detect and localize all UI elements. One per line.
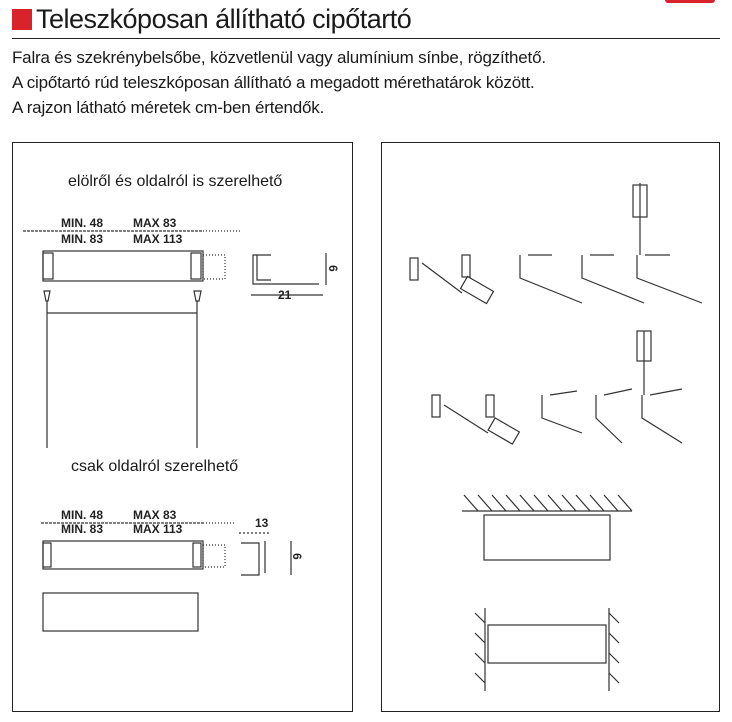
dim-min-1: MIN. 48 bbox=[61, 508, 103, 522]
corner-tab bbox=[665, 0, 715, 3]
dim-max-1: MAX 83 bbox=[133, 508, 177, 522]
dim-height: 6 bbox=[290, 553, 304, 560]
title-divider bbox=[12, 38, 720, 39]
wall-mount-steps bbox=[409, 183, 703, 445]
dim-max-2: MAX 113 bbox=[133, 522, 183, 536]
title-marker bbox=[12, 9, 32, 30]
description: Falra és szekrénybelsőbe, közvetlenül va… bbox=[12, 45, 546, 120]
installation-drawings bbox=[409, 183, 703, 691]
side-wall-mount bbox=[474, 608, 620, 691]
dim-height: 6 bbox=[326, 265, 340, 272]
dim-max-1: MAX 83 bbox=[133, 216, 177, 230]
description-line: A rajzon látható méretek cm-ben értendők… bbox=[12, 98, 325, 117]
dim-min-1: MIN. 48 bbox=[61, 216, 103, 230]
dim-depth: 21 bbox=[278, 288, 292, 302]
page-title: Teleszkóposan állítható cipőtartó bbox=[36, 4, 412, 34]
dim-min-2: MIN. 83 bbox=[61, 232, 103, 246]
front-side-caption: elölről és oldalról is szerelhető bbox=[68, 173, 283, 190]
dim-depth: 13 bbox=[255, 516, 269, 530]
installation-panel bbox=[381, 142, 720, 712]
dim-max-2: MAX 113 bbox=[133, 232, 183, 246]
dimensions-panel: elölről és oldalról is szerelhető csak o… bbox=[12, 142, 353, 712]
description-line: Falra és szekrénybelsőbe, közvetlenül va… bbox=[12, 48, 546, 67]
ceiling-mount bbox=[462, 494, 633, 561]
dim-min-2: MIN. 83 bbox=[61, 522, 103, 536]
description-line: A cipőtartó rúd teleszkóposan állítható … bbox=[12, 73, 535, 92]
side-only-caption: csak oldalról szerelhető bbox=[71, 458, 239, 475]
dimension-drawings: MIN. 48 MAX 83 MIN. 83 MAX 113 6 21 MIN.… bbox=[23, 216, 340, 632]
